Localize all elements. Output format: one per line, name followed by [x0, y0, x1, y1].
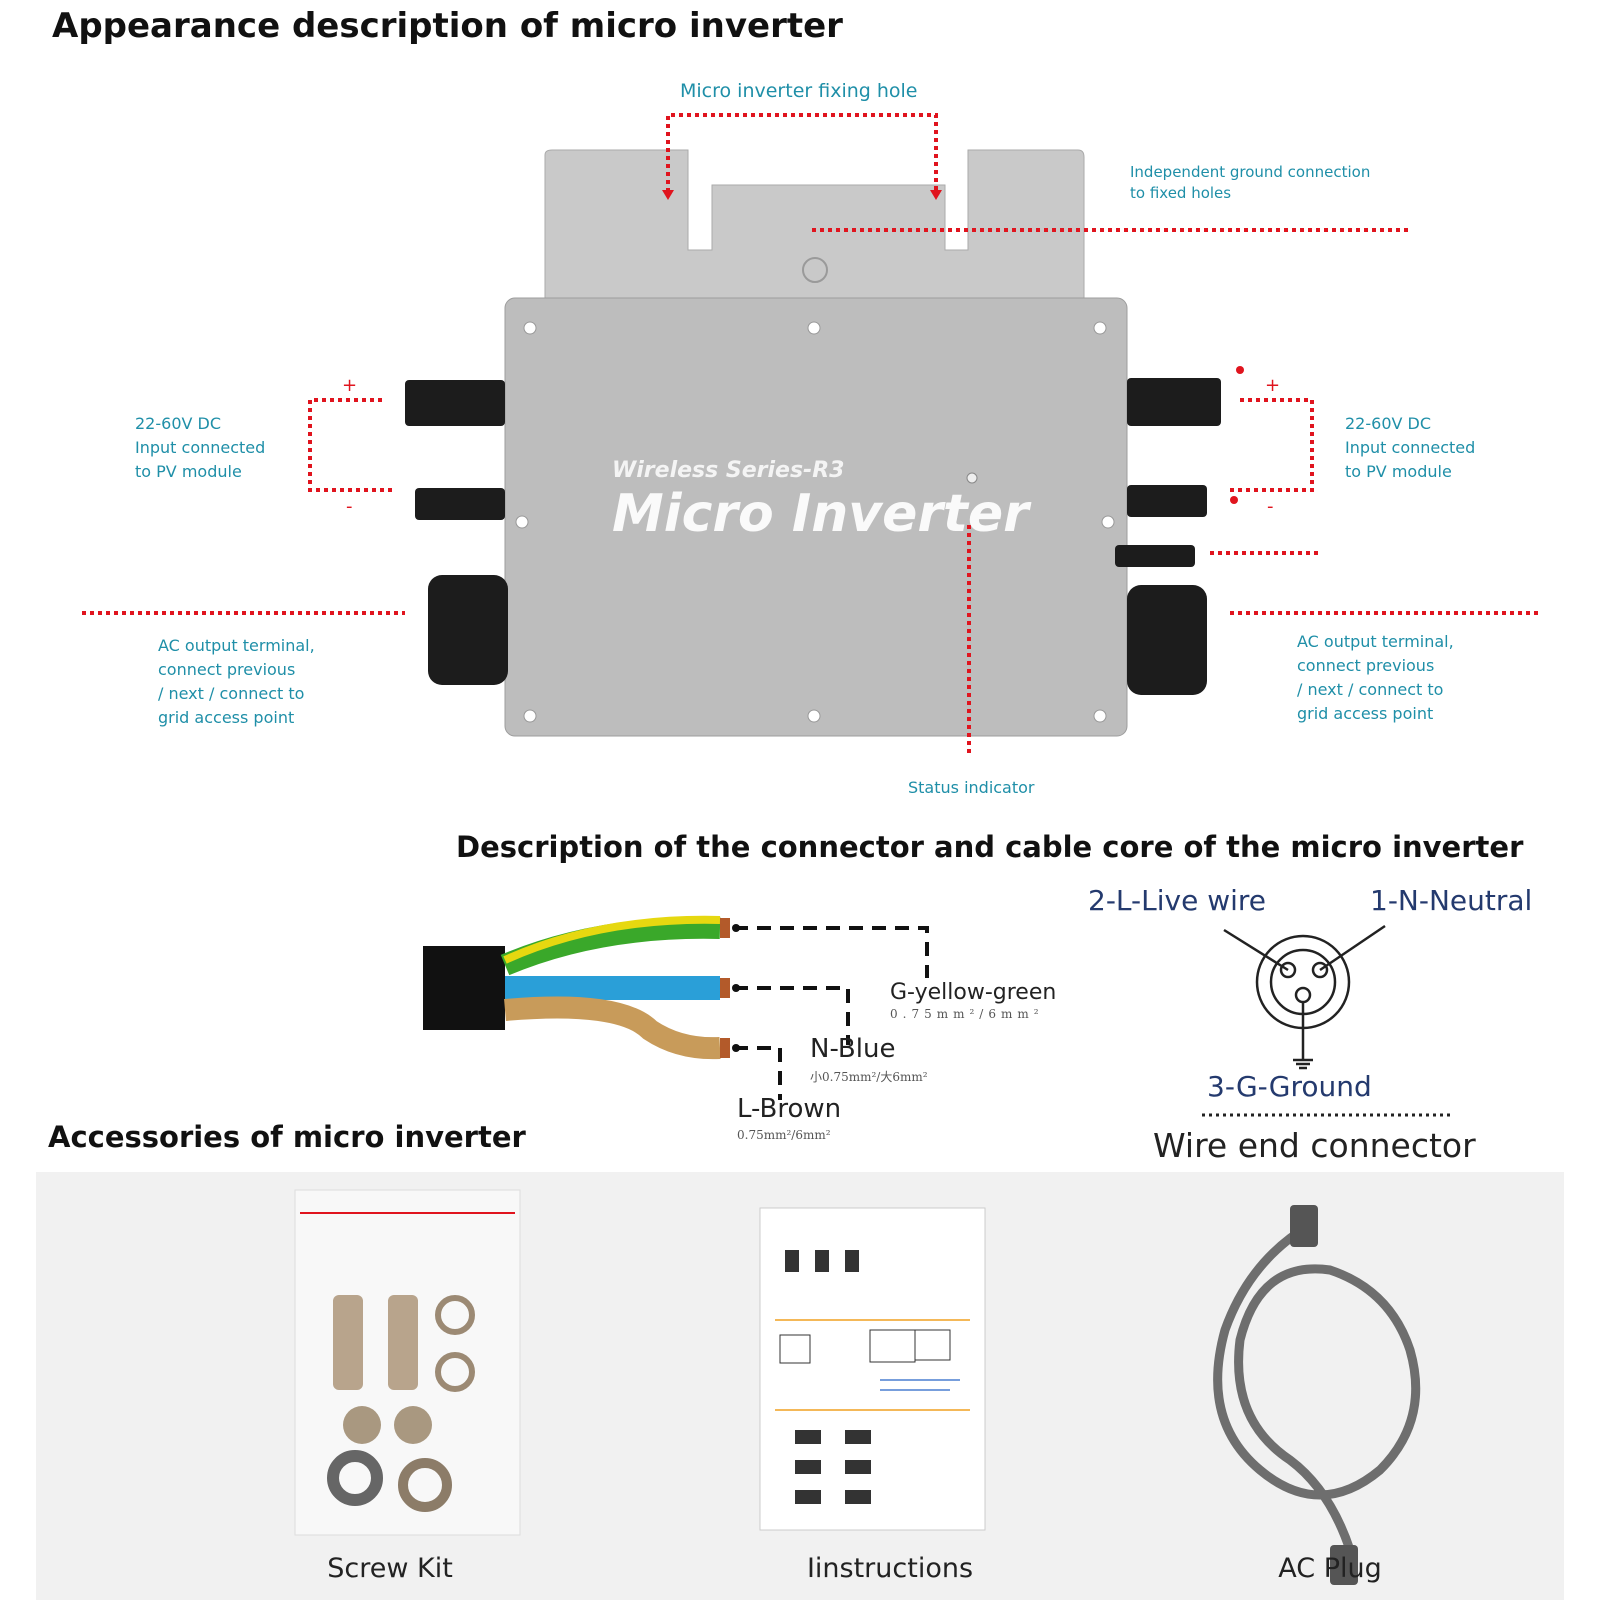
screw-icon [523, 709, 537, 723]
ac-left-line2: connect previous [158, 660, 296, 679]
n-blue-label: N-Blue [810, 1034, 896, 1064]
g-spec-label: 0.75mm²/6mm² [890, 1007, 1044, 1021]
screw-icon [515, 515, 529, 529]
annotation-lines [82, 113, 1540, 755]
ac-left-line4: grid access point [158, 708, 295, 727]
dot-icon [1230, 496, 1238, 504]
status-indicator-label: Status indicator [908, 778, 1035, 797]
dc-left-label: 22-60V DC Input connected to PV module [135, 412, 265, 484]
mounting-plate [544, 149, 1085, 301]
minus-sign-right: - [1267, 496, 1274, 517]
accessory-label-screw-kit: Screw Kit [327, 1553, 453, 1584]
screw-icon [1093, 321, 1107, 335]
left-connectors [405, 380, 508, 685]
accessory-label-instructions: Iinstructions [806, 1553, 974, 1584]
ground-wire-label: 3-G-Ground [1207, 1070, 1372, 1103]
device-name-label: Micro Inverter [612, 484, 1029, 544]
ac-left-line3: / next / connect to [158, 684, 305, 703]
screw-icon [523, 321, 537, 335]
ac-right-line4: grid access point [1297, 704, 1434, 723]
dc-left-line2: Input connected [135, 438, 266, 457]
ac-right-line2: connect previous [1297, 656, 1435, 675]
body-screws [515, 321, 1115, 723]
arrow-icon [930, 190, 942, 200]
status-led-icon [966, 472, 978, 484]
accessories-panel [36, 1172, 1564, 1600]
ac-right-label: AC output terminal, connect previous / n… [1297, 630, 1454, 726]
ac-left-label: AC output terminal, connect previous / n… [158, 634, 315, 730]
section1-title: Appearance description of micro inverter [52, 6, 843, 46]
wire-end-connector-label: Wire end connector [1153, 1126, 1476, 1165]
g-yellow-green-label: G-yellow-green [890, 980, 1057, 1005]
arrow-icon [662, 190, 674, 200]
device-series-label: Wireless Series-R3 [612, 458, 845, 483]
dot-icon [1236, 366, 1244, 374]
accessory-label-ac-plug: AC Plug [1278, 1553, 1382, 1584]
ac-connector-right [1127, 585, 1207, 695]
ac-right-line1: AC output terminal, [1297, 632, 1454, 651]
dc-plus-connector-right [1127, 378, 1221, 426]
dc-right-line3: to PV module [1345, 462, 1452, 481]
neutral-label: 1-N-Neutral [1370, 884, 1533, 917]
dc-right-line2: Input connected [1345, 438, 1476, 457]
plus-sign-left: + [342, 375, 357, 396]
dc-minus-connector-left [415, 488, 505, 520]
screw-icon [1101, 515, 1115, 529]
ac-right-line3: / next / connect to [1297, 680, 1444, 699]
ac-connector-left [428, 575, 508, 685]
right-connectors [1115, 378, 1221, 695]
l-brown-label: L-Brown [737, 1094, 842, 1124]
ground-symbol-icon [802, 257, 828, 283]
minus-sign-left: - [346, 496, 353, 517]
fixing-hole-line [666, 113, 938, 192]
ground-label: Independent ground connection to fixed h… [1130, 162, 1370, 204]
ac-left-line1: AC output terminal, [158, 636, 315, 655]
inverter-body [504, 297, 1128, 737]
dc-plus-connector-left [405, 380, 505, 426]
plus-sign-right: + [1265, 375, 1280, 396]
section2-title: Description of the connector and cable c… [456, 830, 1524, 864]
dc-right-line1: 22-60V DC [1345, 414, 1432, 433]
dc-left-line [308, 398, 395, 492]
ground-label-line1: Independent ground connection [1130, 163, 1371, 181]
screw-icon [1093, 709, 1107, 723]
section3-title: Accessories of micro inverter [48, 1120, 526, 1154]
screw-icon [807, 321, 821, 335]
live-wire-label: 2-L-Live wire [1088, 884, 1267, 917]
fixing-hole-label: Micro inverter fixing hole [680, 80, 918, 102]
dc-minus-connector-right [1127, 485, 1207, 517]
ground-label-line2: to fixed holes [1130, 184, 1232, 202]
dc-right-label: 22-60V DC Input connected to PV module [1345, 412, 1475, 484]
antenna-connector [1115, 545, 1195, 567]
dc-right-line [1230, 398, 1314, 492]
screw-icon [807, 709, 821, 723]
dc-left-line3: to PV module [135, 462, 242, 481]
l-spec-label: 0.75mm²/6mm² [737, 1128, 831, 1142]
dc-left-line1: 22-60V DC [135, 414, 222, 433]
n-spec-label: 小0.75mm²/大6mm² [810, 1070, 928, 1084]
